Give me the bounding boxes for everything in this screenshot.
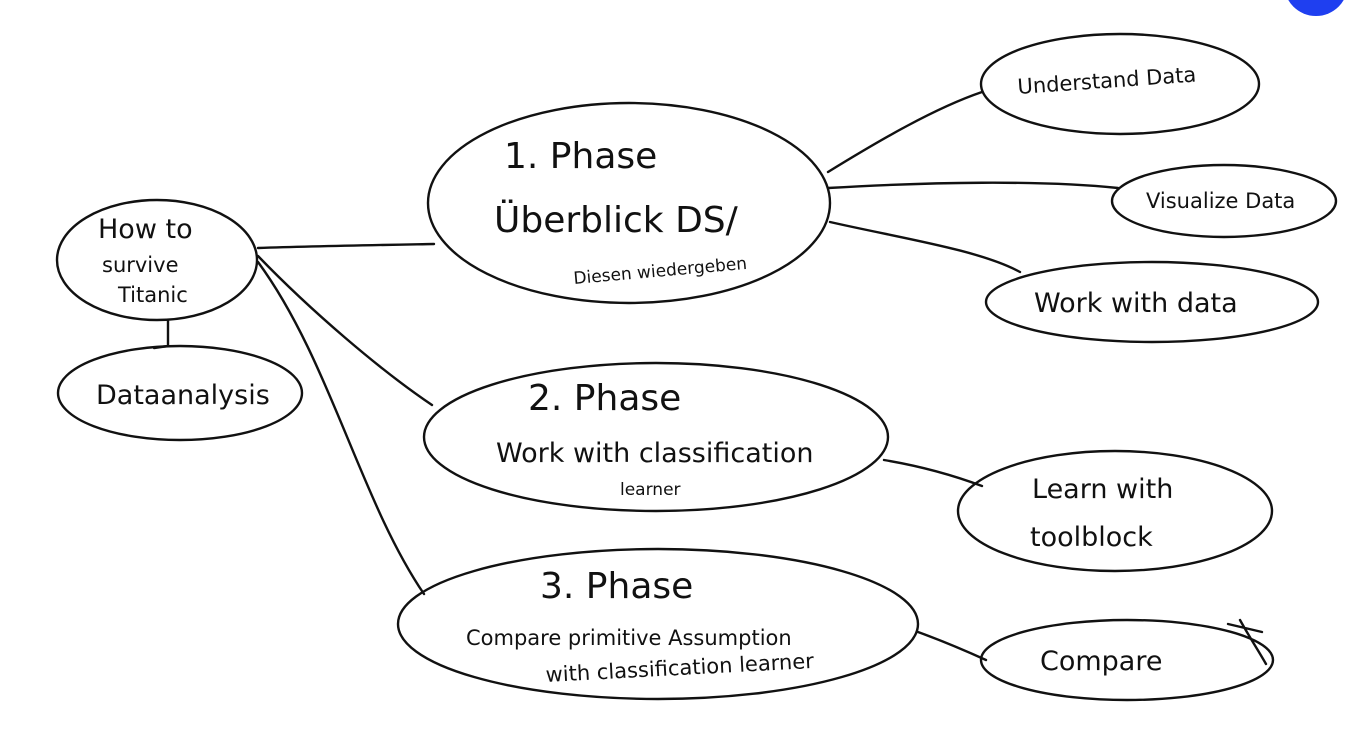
phase3-node-line-3: with classification learner (545, 649, 815, 687)
learn-node[interactable]: Learn with toolblock (956, 449, 1274, 573)
phase1-node[interactable]: 1. Phase Überblick DS/ Diesen wiedergebe… (426, 101, 832, 305)
understand-data-node-label: Understand Data (1017, 63, 1197, 99)
phase1-node-outline (426, 101, 832, 305)
datanalysis-node-label: Dataanalysis (96, 380, 270, 411)
phase1-node-line-3: Diesen wiedergeben (573, 254, 748, 289)
understand-data-node[interactable]: Understand Data (979, 32, 1261, 136)
phase2-node[interactable]: 2. Phase Work with classification learne… (422, 361, 890, 513)
connector-root-datanalysis (152, 318, 170, 350)
connector-root-phase2 (256, 254, 434, 407)
phase3-node[interactable]: 3. Phase Compare primitive Assumption wi… (396, 547, 920, 701)
compare-node[interactable]: Compare (979, 618, 1275, 702)
phase1-node-line-2: Überblick DS/ (494, 199, 739, 241)
root-node-outline (55, 198, 259, 322)
connector-phase1-visualize (826, 181, 1120, 190)
connector-phase1-workdata (828, 220, 1022, 274)
root-node-line-3: Titanic (117, 283, 188, 307)
connector-phase2-learn (882, 458, 984, 488)
phase2-node-line-2: Work with classification (496, 438, 813, 469)
work-with-data-node-outline (984, 260, 1320, 344)
learn-node-line-2: toolblock (1030, 522, 1153, 553)
root-node-line-1: How to (98, 214, 193, 245)
visualize-data-node[interactable]: Visualize Data (1110, 163, 1338, 239)
phase2-node-title: 2. Phase (528, 378, 681, 419)
understand-data-node-outline (979, 32, 1261, 136)
phase1-node-title: 1. Phase (504, 136, 657, 177)
visualize-data-node-label: Visualize Data (1146, 189, 1295, 213)
phase3-node-title: 3. Phase (540, 566, 693, 607)
compare-node-scribble (1226, 618, 1268, 666)
compare-node-label: Compare (1040, 646, 1162, 677)
connectors (152, 90, 1120, 662)
phase3-node-line-2: Compare primitive Assumption (466, 626, 792, 650)
compare-node-outline (979, 618, 1275, 702)
learn-node-outline (956, 449, 1274, 573)
root-node[interactable]: How to survive Titanic (55, 198, 259, 322)
phase2-node-line-3: learner (620, 480, 681, 500)
work-with-data-node-label: Work with data (1034, 288, 1238, 319)
phase2-node-outline (422, 361, 890, 513)
connector-phase1-understand (826, 90, 984, 174)
datanalysis-node-outline (56, 344, 304, 442)
phase3-node-outline (396, 547, 920, 701)
visualize-data-node-outline (1110, 163, 1338, 239)
work-with-data-node[interactable]: Work with data (984, 260, 1320, 344)
connector-phase3-compare (916, 630, 988, 662)
datanalysis-node[interactable]: Dataanalysis (56, 344, 304, 442)
root-node-line-2: survive (102, 253, 179, 277)
learn-node-line-1: Learn with (1032, 474, 1173, 505)
connector-root-phase1 (256, 242, 436, 250)
connector-root-phase3 (256, 260, 426, 596)
